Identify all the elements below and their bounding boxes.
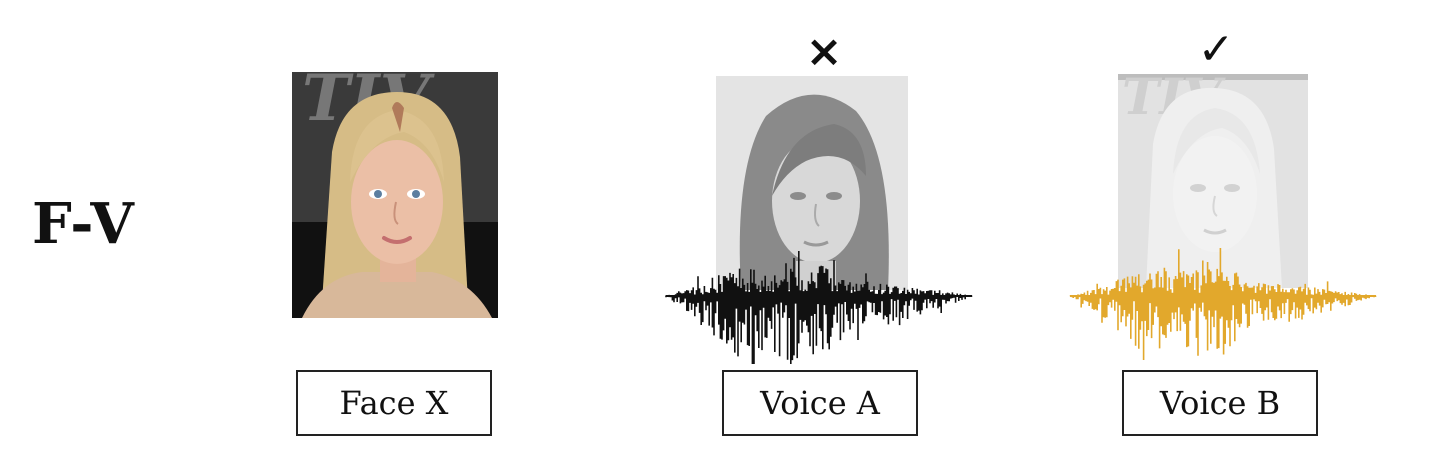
checkmark-icon: ✓ [1197,24,1235,75]
face-x-photo: TIV [292,72,498,318]
waveform-trace [1069,248,1377,360]
voice-b-caption: Voice B [1122,370,1318,436]
face-x-caption: Face X [296,370,492,436]
voice-b-photo: TIV [1118,74,1308,288]
voice-a-waveform [665,251,973,364]
voice-b-waveform [1069,248,1377,360]
voice-a-photo [716,76,908,290]
waveform-trace [665,251,973,364]
x-mark-icon: × [805,26,843,77]
voice-a-caption: Voice A [722,370,918,436]
task-label: F-V [32,191,135,257]
